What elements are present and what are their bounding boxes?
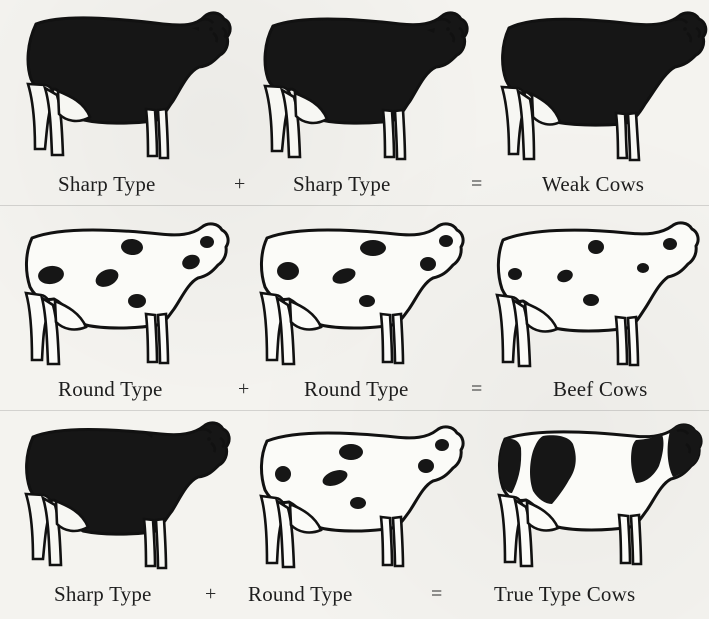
- row-3-equals-sign: =: [431, 580, 442, 608]
- row-1-left-term: Sharp Type: [58, 170, 156, 198]
- beef-cow: [485, 211, 709, 371]
- row-3-right-term: Round Type: [248, 580, 353, 608]
- round-type-cow-svg: [245, 416, 470, 576]
- row-1-plus-sign: +: [234, 170, 245, 198]
- sharp-type-cow-bottom: [8, 416, 233, 576]
- weak-cow: [485, 6, 709, 166]
- weak-cow-svg: [485, 6, 709, 166]
- row-2-result: Beef Cows: [553, 375, 648, 403]
- sharp-type-cow-middle: [245, 6, 470, 166]
- sharp-type-cow-svg: [8, 416, 233, 576]
- sharp-type-cow-left: [8, 6, 233, 166]
- row-3-left-term: Sharp Type: [54, 580, 152, 608]
- round-type-cow-bottom: [245, 416, 470, 576]
- row-1-equals-sign: =: [471, 170, 482, 198]
- row-3-plus-sign: +: [205, 580, 216, 608]
- equation-row-1: Sharp Type + Sharp Type = Weak Cows: [0, 170, 709, 200]
- round-type-cow-left: [8, 211, 233, 371]
- row-1-right-term: Sharp Type: [293, 170, 391, 198]
- round-type-cow-middle: [245, 211, 470, 371]
- row-2-left-term: Round Type: [58, 375, 163, 403]
- sharp-type-cow-svg: [245, 6, 470, 166]
- round-type-cow-svg: [8, 211, 233, 371]
- round-type-cow-svg: [245, 211, 470, 371]
- beef-cow-svg: [485, 211, 709, 371]
- row-sharp-sharp: Sharp Type + Sharp Type = Weak Cows: [0, 0, 709, 205]
- row-round-round: Round Type + Round Type = Beef Cows: [0, 205, 709, 410]
- row-1-result: Weak Cows: [542, 170, 644, 198]
- true-type-cow: [485, 416, 709, 576]
- equation-row-2: Round Type + Round Type = Beef Cows: [0, 375, 709, 405]
- equation-row-3: Sharp Type + Round Type = True Type Cows: [0, 580, 709, 610]
- sharp-type-cow-svg: [8, 6, 233, 166]
- row-2-plus-sign: +: [238, 375, 249, 403]
- row-sharp-round: Sharp Type + Round Type = True Type Cows: [0, 410, 709, 615]
- row-2-right-term: Round Type: [304, 375, 409, 403]
- true-type-cow-svg: [485, 416, 709, 576]
- row-3-result: True Type Cows: [494, 580, 635, 608]
- row-2-equals-sign: =: [471, 375, 482, 403]
